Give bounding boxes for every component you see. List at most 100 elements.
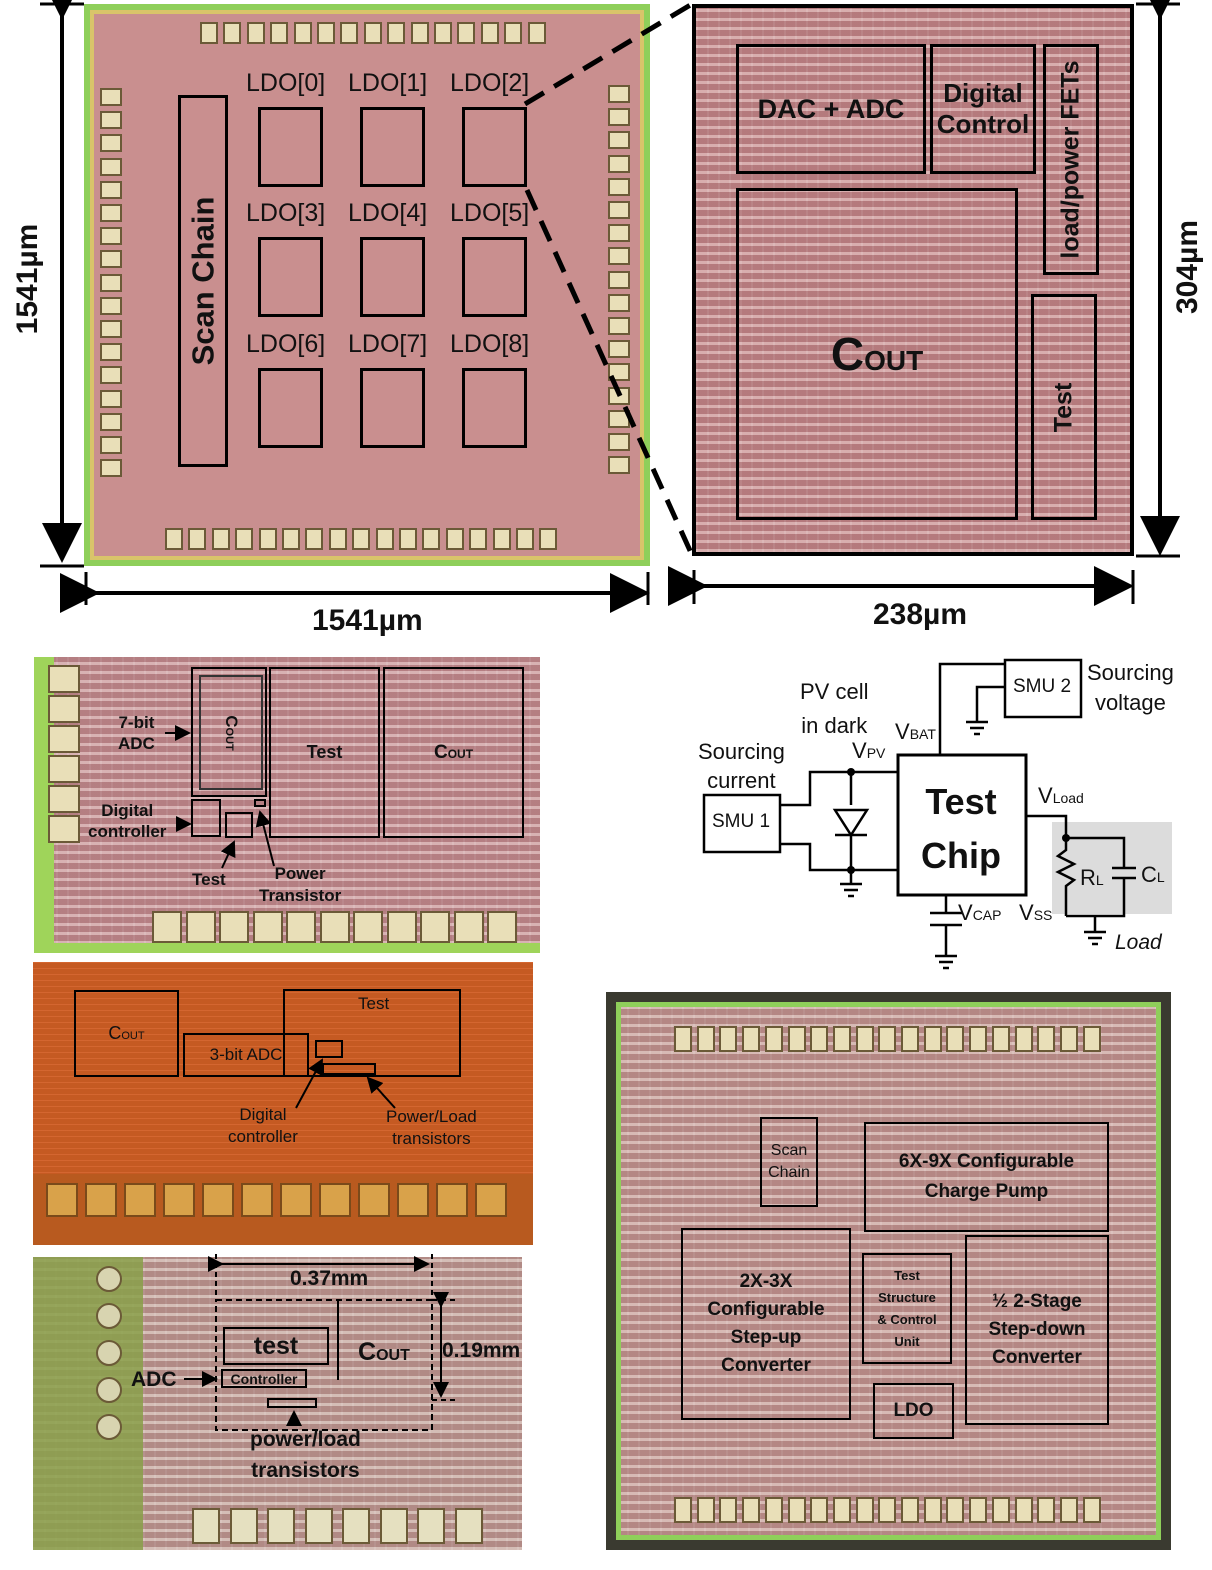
- bond-pad: [608, 270, 630, 289]
- figure3-adc-block: 3-bit ADC: [183, 1033, 309, 1077]
- bond-pad: [608, 247, 630, 266]
- bond-pad: [832, 1026, 851, 1052]
- vpv-label: VPV: [852, 738, 886, 763]
- diode-symbol: [832, 808, 870, 838]
- figure2-adc-outer: [191, 667, 267, 797]
- bond-pad: [352, 528, 371, 550]
- figure5-scan-chain: Scan Chain: [760, 1117, 818, 1207]
- bond-pad: [946, 1026, 965, 1052]
- bond-pad: [608, 85, 630, 103]
- bond-pad: [608, 340, 630, 359]
- bond-pad: [96, 1377, 122, 1403]
- bond-pad: [810, 1026, 829, 1052]
- figure3-digital-box: [315, 1040, 343, 1058]
- figure4-height-label: 0.19mm: [442, 1339, 521, 1362]
- figure5-die: [606, 992, 1171, 1550]
- vcap-label: VCAP: [958, 900, 1002, 925]
- bond-pad: [445, 528, 464, 550]
- ldo-block: [258, 237, 323, 317]
- figure3-cout-label: COUT: [108, 1023, 145, 1043]
- figure2-test-arrow-label: Test: [192, 870, 226, 889]
- figure2-digital-box: [191, 799, 221, 837]
- figure5-stepdown-line2: Step-down: [988, 1319, 1086, 1340]
- figure2-cout-small: COUT: [199, 675, 263, 790]
- bond-pad: [379, 1508, 408, 1544]
- bond-pad: [454, 1508, 483, 1544]
- bond-pad: [100, 250, 122, 269]
- bond-pad: [417, 1508, 445, 1544]
- zoom-line-top: [523, 1, 694, 107]
- bond-pad: [527, 22, 546, 44]
- figure2-cout-label: COUT: [433, 741, 474, 763]
- bond-pad: [991, 1497, 1010, 1523]
- bond-pad: [608, 201, 630, 219]
- bond-pad: [305, 528, 324, 550]
- bond-pad: [1014, 1026, 1033, 1052]
- bond-pad: [1037, 1026, 1056, 1052]
- figure5-test-structure: Test Structure & Control Unit: [862, 1253, 952, 1364]
- figure5-stepup-line2: Configurable: [707, 1299, 825, 1320]
- bond-pad: [328, 528, 347, 550]
- rl-label: RL: [1080, 865, 1104, 890]
- bond-pad: [100, 180, 122, 199]
- bond-pad: [878, 1497, 897, 1523]
- figure4-annotations: [184, 1254, 456, 1431]
- bond-pad: [48, 815, 80, 843]
- bond-pad: [96, 1266, 122, 1292]
- bond-pad: [1059, 1026, 1078, 1052]
- figure5-test-line1: Test: [894, 1267, 920, 1283]
- bond-pad: [608, 154, 630, 173]
- load-fets-label: load/power FETs: [1056, 60, 1085, 259]
- bond-pad: [397, 1183, 429, 1217]
- test-chip-box: [896, 753, 1028, 897]
- chip-width-label: 1541µm: [312, 604, 423, 637]
- bond-pad: [608, 433, 630, 451]
- bond-pad: [608, 224, 630, 243]
- bond-pad: [48, 725, 80, 753]
- figure4-left-band: [33, 1257, 143, 1550]
- figure5-stepup: 2X-3X Configurable Step-up Converter: [681, 1228, 851, 1420]
- bond-pad: [1014, 1497, 1033, 1523]
- scan-chain-block: Scan Chain: [178, 95, 228, 467]
- bond-pad: [923, 1026, 942, 1052]
- vbat-label: VBAT: [895, 719, 936, 744]
- figure2-test-box: [225, 812, 253, 838]
- dac-adc-label: DAC + ADC: [757, 93, 905, 124]
- figure5-stepdown-line3: Converter: [992, 1347, 1082, 1368]
- bond-pad: [124, 1183, 156, 1217]
- ldo-label: LDO[7]: [348, 330, 428, 358]
- bond-pad: [608, 293, 630, 312]
- bond-pad: [410, 22, 429, 44]
- bond-pad: [855, 1497, 874, 1523]
- bond-pad: [48, 695, 80, 723]
- ldo-label: LDO[8]: [450, 330, 530, 358]
- zoom-width-label: 238µm: [873, 598, 968, 631]
- bond-pad: [539, 528, 558, 550]
- bond-pad: [219, 911, 249, 943]
- bond-pad: [48, 785, 80, 813]
- figure3-power-box: [322, 1063, 376, 1075]
- figure2-test-block: Test: [269, 667, 380, 838]
- ldo-label: LDO[4]: [348, 199, 428, 227]
- bond-pad: [319, 1183, 351, 1217]
- bond-pad: [100, 296, 122, 315]
- bond-pad: [764, 1497, 783, 1523]
- cout-label-zoom: COUT: [830, 328, 924, 380]
- bond-pad: [85, 1183, 117, 1217]
- figure5-pump-line1: 6X-9X Configurable: [898, 1151, 1075, 1172]
- bond-pad: [363, 22, 382, 44]
- figure2-die: [34, 657, 540, 953]
- figure4-power-box: [267, 1398, 317, 1408]
- vss-label: VSS: [1019, 900, 1053, 925]
- digital-control-block: Digital Control: [930, 44, 1036, 174]
- bond-pad: [304, 1508, 333, 1544]
- bond-pad: [901, 1497, 919, 1523]
- control-label: Control: [936, 109, 1030, 139]
- load-label: Load: [1115, 931, 1162, 954]
- ldo-block: [258, 368, 323, 448]
- bond-pad: [258, 528, 277, 550]
